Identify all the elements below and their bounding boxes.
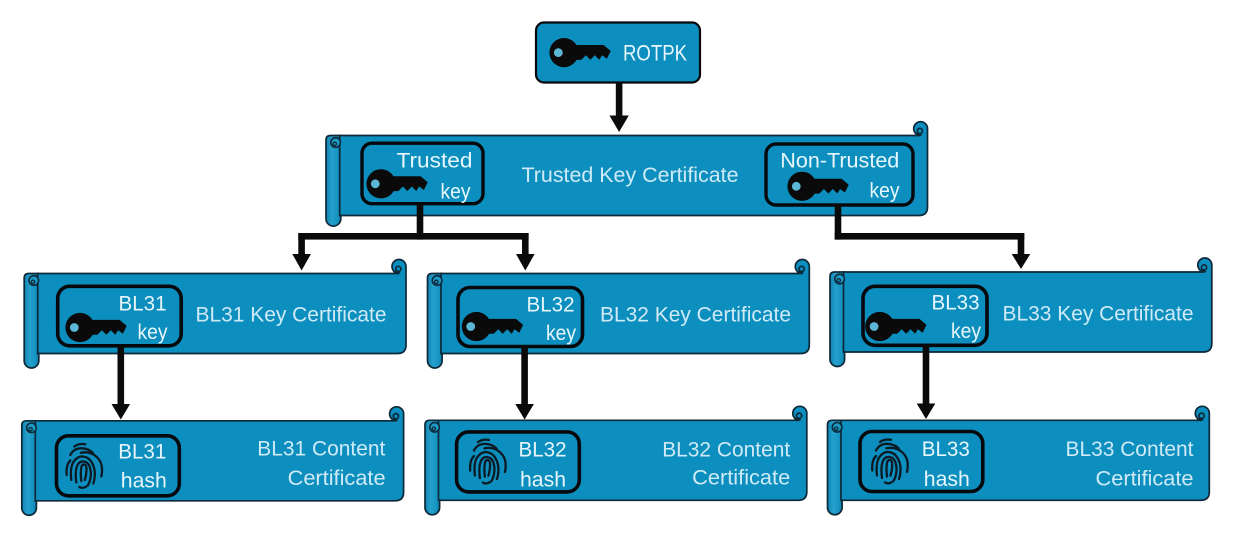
svg-text:key: key	[951, 318, 981, 343]
svg-text:BL31 Key Certificate: BL31 Key Certificate	[196, 302, 387, 327]
svg-text:Non-Trusted: Non-Trusted	[780, 148, 899, 173]
svg-text:BL33: BL33	[932, 290, 980, 315]
svg-text:hash: hash	[924, 466, 970, 491]
svg-text:BL32: BL32	[519, 436, 567, 461]
svg-text:BL33 Key Certificate: BL33 Key Certificate	[1003, 301, 1194, 326]
svg-text:ROTPK: ROTPK	[623, 40, 687, 65]
svg-text:BL32 Key Certificate: BL32 Key Certificate	[600, 302, 791, 327]
svg-text:BL32: BL32	[527, 292, 575, 317]
svg-text:key: key	[138, 319, 168, 344]
svg-text:key: key	[870, 178, 900, 203]
svg-text:key: key	[441, 179, 471, 204]
svg-text:Certificate: Certificate	[288, 465, 386, 490]
svg-text:BL33 Content: BL33 Content	[1066, 436, 1194, 461]
svg-text:BL31 Content: BL31 Content	[257, 435, 385, 460]
svg-text:Certificate: Certificate	[1096, 465, 1194, 490]
svg-text:Certificate: Certificate	[692, 465, 790, 490]
svg-text:key: key	[546, 320, 576, 345]
svg-text:Trusted Key Certificate: Trusted Key Certificate	[522, 162, 739, 187]
svg-text:BL31: BL31	[119, 291, 167, 316]
svg-text:hash: hash	[520, 467, 566, 492]
svg-text:BL31: BL31	[118, 439, 166, 464]
svg-text:hash: hash	[121, 467, 167, 492]
svg-text:BL32 Content: BL32 Content	[662, 436, 790, 461]
svg-text:Trusted: Trusted	[397, 148, 473, 173]
svg-text:BL33: BL33	[922, 436, 970, 461]
